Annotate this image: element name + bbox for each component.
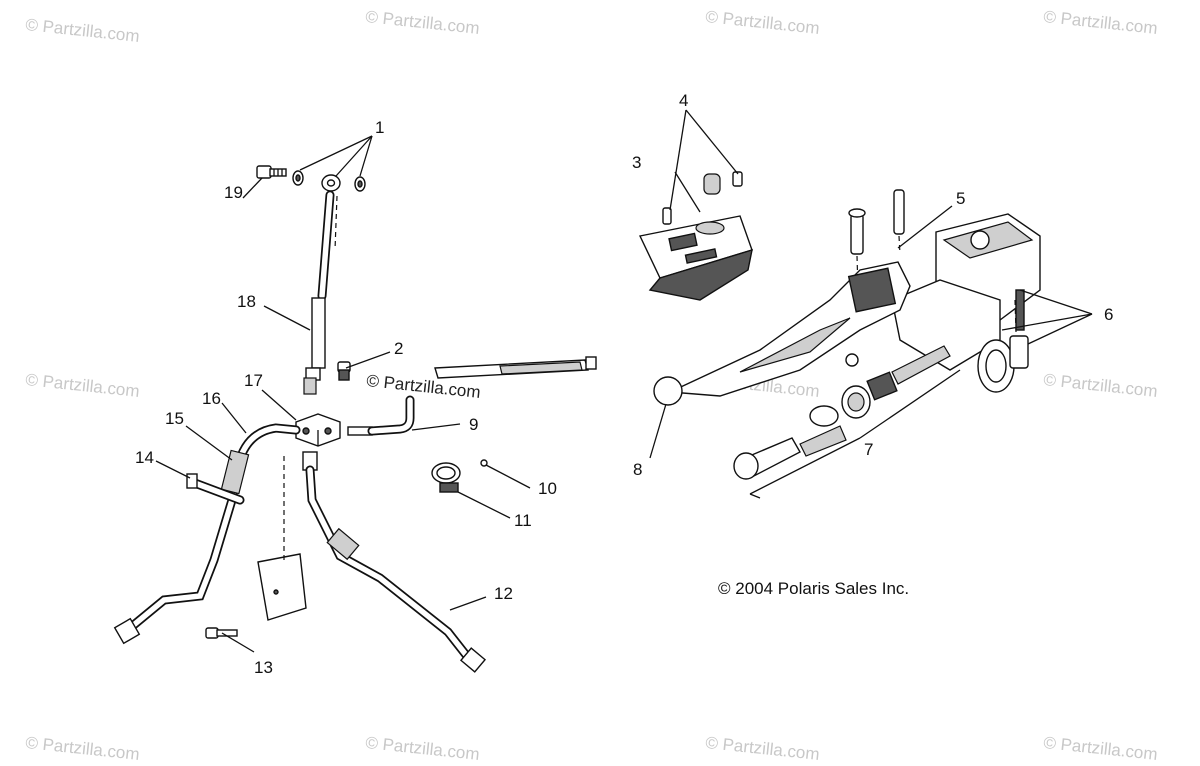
callout-4: 4 (679, 91, 688, 110)
part-1-washers (292, 170, 366, 251)
callout-6: 6 (1104, 305, 1113, 324)
part-8-brake-lever (653, 261, 911, 406)
part-2-bleeder (337, 361, 351, 381)
callout-10: 10 (538, 479, 557, 498)
callout-7: 7 (864, 440, 873, 459)
callout-15: 15 (165, 409, 184, 428)
part-18-upper-hose (303, 190, 335, 395)
master-cylinder-assembly (638, 171, 1041, 480)
part-13-bracket (205, 456, 307, 639)
watermark: © Partzilla.com (365, 7, 481, 38)
watermark: © Partzilla.com (25, 733, 141, 764)
callout-9: 9 (469, 415, 478, 434)
watermark: © Partzilla.com (705, 7, 821, 38)
part-12-right-hose (302, 451, 487, 673)
part-3-reservoir-cover (638, 215, 753, 301)
part-17-junction-block (295, 413, 341, 447)
callout-8: 8 (633, 460, 642, 479)
watermark: © Partzilla.com (1043, 370, 1159, 401)
part-10-11-clamp (431, 459, 488, 493)
callout-3: 3 (632, 153, 641, 172)
callout-1: 1 (375, 118, 384, 137)
master-cylinder-body (891, 213, 1041, 393)
watermark: © Partzilla.com (25, 370, 141, 401)
part-9-rear-line (347, 356, 597, 436)
part-19-bolt (256, 165, 287, 179)
part-4-screws (662, 171, 743, 225)
callout-11: 11 (514, 511, 532, 530)
watermark: © Partzilla.com (1043, 733, 1159, 764)
callout-12: 12 (494, 584, 513, 603)
watermark: © Partzilla.com (25, 15, 141, 46)
callout-13: 13 (254, 658, 273, 677)
callout-5: 5 (956, 189, 965, 208)
watermark: © Partzilla.com (365, 733, 481, 764)
callout-16: 16 (202, 389, 221, 408)
callout-17: 17 (244, 371, 263, 390)
copyright-text: © 2004 Polaris Sales Inc. (718, 579, 909, 598)
callout-19: 19 (224, 183, 243, 202)
callout-18: 18 (237, 292, 256, 311)
watermark: © Partzilla.com (1043, 7, 1159, 38)
callout-2: 2 (394, 339, 403, 358)
watermark: © Partzilla.com (705, 733, 821, 764)
part-15-16-left-hose (113, 423, 301, 645)
callout-numbers: 1 2 3 4 5 6 7 8 9 10 11 12 13 14 15 16 1… (135, 91, 1113, 677)
leader-lines (155, 109, 1093, 653)
callout-14: 14 (135, 448, 154, 467)
brake-line-assembly (113, 165, 597, 673)
part-7-piston-kit (733, 345, 951, 480)
